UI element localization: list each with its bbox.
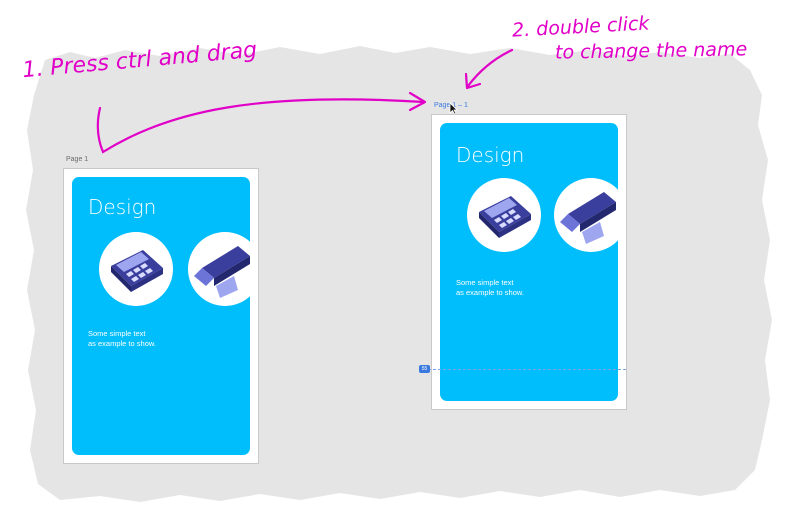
distance-guide-badge: 55 xyxy=(419,365,430,373)
calculator-circle xyxy=(467,178,541,252)
card-text-line-1: Some simple text xyxy=(88,329,146,338)
card-title: Design xyxy=(88,195,157,219)
distance-guide-line xyxy=(428,369,626,370)
annotation-step-2-line-2: to change the name xyxy=(554,38,748,64)
calculator-icon xyxy=(479,196,531,238)
design-card: Design xyxy=(72,177,250,455)
card-title: Design xyxy=(456,143,525,167)
artboard-page-1-1[interactable]: Design xyxy=(432,115,626,409)
calculator-circle xyxy=(99,232,173,306)
pen-icon xyxy=(560,192,616,244)
pen-circle xyxy=(554,178,618,252)
calculator-icon xyxy=(111,250,163,292)
pen-icon xyxy=(194,246,250,298)
artboard-label-page-1[interactable]: Page 1 xyxy=(66,156,89,163)
card-text-line-1: Some simple text xyxy=(456,278,514,287)
pen-circle xyxy=(188,232,250,306)
design-card: Design xyxy=(440,123,618,401)
card-text-line-2: as example to show. xyxy=(88,339,156,348)
card-text-line-2: as example to show. xyxy=(456,288,524,297)
cursor-icon xyxy=(449,102,458,115)
artboard-page-1[interactable]: Design xyxy=(64,169,258,463)
